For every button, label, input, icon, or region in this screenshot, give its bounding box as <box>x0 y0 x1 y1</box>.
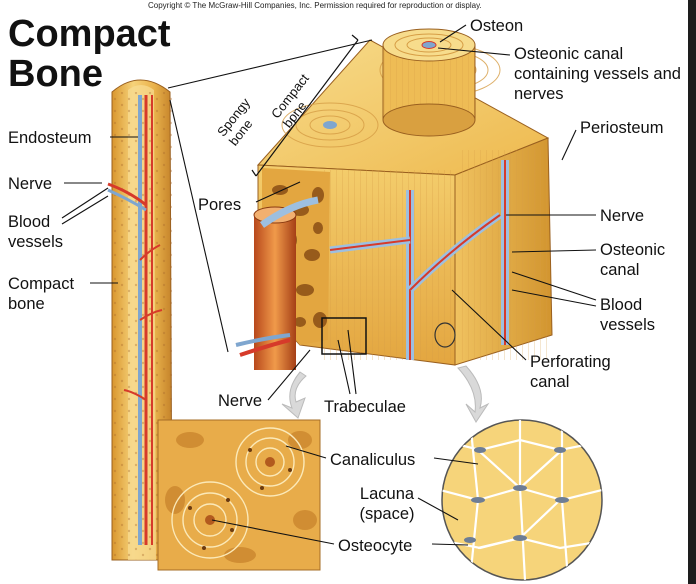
osteon-cylinder <box>382 28 476 137</box>
frame-edge <box>688 0 696 584</box>
bone-block <box>235 28 553 370</box>
label-nerve-bottom: Nerve <box>218 392 263 410</box>
label-compact-bone-left: Compact bone <box>8 275 75 313</box>
osteonic-canals-front <box>329 160 509 360</box>
page-title: Compact Bone <box>8 13 171 95</box>
label-periosteum: Periosteum <box>580 119 664 137</box>
label-lacuna: Lacuna (space) <box>359 485 415 523</box>
magnified-trabeculae-panel <box>157 419 321 571</box>
vessel-cylinder <box>235 196 319 370</box>
leader-lines <box>61 24 597 546</box>
label-trabeculae: Trabeculae <box>324 398 406 416</box>
bone-type-bracket <box>251 34 359 177</box>
label-blood-vessels-left: Blood vessels <box>8 213 64 251</box>
trabeculae-box <box>321 317 367 355</box>
label-osteon: Osteon <box>470 17 524 35</box>
magnified-lacuna-circle <box>441 419 603 581</box>
label-osteocyte: Osteocyte <box>338 537 413 555</box>
label-perforating-canal: Perforating canal <box>530 353 611 391</box>
label-osteonic-canal-vessels: Osteonic canal containing vessels and ne… <box>514 45 681 103</box>
label-nerve-right: Nerve <box>600 207 645 225</box>
label-pores: Pores <box>198 196 242 214</box>
label-nerve-left: Nerve <box>8 175 53 193</box>
label-endosteum: Endosteum <box>8 129 92 147</box>
label-blood-vessels-right: Blood vessels <box>600 296 656 334</box>
copyright-notice: Copyright © The McGraw-Hill Companies, I… <box>148 1 482 10</box>
label-osteonic-canal: Osteonic canal <box>600 241 666 279</box>
label-canaliculus: Canaliculus <box>330 451 416 469</box>
